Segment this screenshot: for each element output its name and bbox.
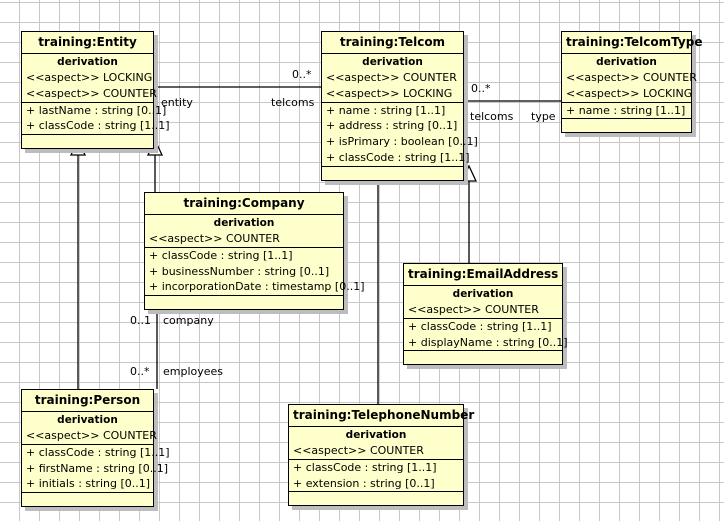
class-separator	[22, 492, 153, 494]
class-attribute-telephonenumber-1: + extension : string [0..1]	[293, 476, 435, 490]
class-derivation-emailaddress: derivation	[452, 288, 514, 300]
class-aspect-person-0: <<aspect>> COUNTER	[26, 429, 157, 443]
uml-class-emailaddress[interactable]: training:EmailAddress derivation <<aspec…	[403, 263, 568, 366]
assoc-label-telcoms-source-role: telcoms	[470, 110, 514, 123]
uml-class-telephonenumber[interactable]: training:TelephoneNumber derivation <<as…	[288, 404, 474, 507]
class-title-company: training:Company	[145, 193, 343, 215]
assoc-label-entity-role: entity	[161, 96, 193, 109]
assoc-label-employees-role: employees	[163, 365, 224, 378]
class-attribute-entity-1: + classCode : string [1..1]	[26, 119, 170, 133]
class-aspect-telephonenumber-0: <<aspect>> COUNTER	[293, 444, 424, 458]
assoc-label-telcoms-role: telcoms	[271, 96, 315, 109]
class-operations-entity	[22, 135, 153, 148]
class-separator	[145, 295, 343, 297]
class-operations-telcomtype	[562, 119, 691, 132]
class-separator	[289, 458, 463, 460]
class-aspect-telcom-1: <<aspect>> LOCKING	[326, 86, 453, 100]
class-attribute-person-0: + classCode : string [1..1]	[26, 445, 170, 459]
class-attribute-company-0: + classCode : string [1..1]	[149, 248, 293, 262]
class-derivation-entity: derivation	[57, 56, 118, 68]
assoc-mult-employees: 0..*	[130, 365, 150, 378]
class-aspect-entity-0: <<aspect>> LOCKING	[26, 71, 153, 85]
class-separator	[404, 350, 562, 352]
class-aspect-telcomtype-0: <<aspect>> COUNTER	[566, 71, 697, 85]
class-attribute-person-2: + initials : string [0..1]	[26, 477, 151, 491]
class-separator	[22, 101, 153, 103]
class-title-telephonenumber: training:TelephoneNumber	[289, 405, 474, 427]
class-attribute-telcom-2: + isPrimary : boolean [0..1]	[326, 135, 478, 149]
class-attribute-telcomtype-0: + name : string [1..1]	[566, 103, 686, 117]
class-derivation-person: derivation	[57, 414, 118, 426]
class-attribute-telephonenumber-0: + classCode : string [1..1]	[293, 460, 437, 474]
class-separator	[289, 491, 463, 493]
uml-class-telcom[interactable]: training:Telcom derivation <<aspect>> CO…	[321, 31, 478, 181]
class-separator	[322, 101, 463, 103]
class-title-entity: training:Entity	[22, 32, 153, 54]
class-attribute-entity-0: + lastName : string [0..1]	[26, 103, 167, 117]
class-aspect-company-0: <<aspect>> COUNTER	[149, 232, 280, 246]
class-separator	[562, 118, 691, 120]
class-separator	[22, 443, 153, 445]
assoc-label-company-role: company	[163, 314, 214, 327]
class-separator	[322, 165, 463, 167]
class-attribute-telcom-3: + classCode : string [1..1]	[326, 150, 470, 164]
class-separator	[22, 134, 153, 136]
assoc-mult-telcoms: 0..*	[292, 68, 312, 81]
class-attribute-telcom-0: + name : string [1..1]	[326, 103, 446, 117]
class-derivation-company: derivation	[213, 217, 275, 229]
uml-class-entity[interactable]: training:Entity derivation <<aspect>> LO…	[21, 31, 170, 150]
generalization-arrow-emailaddress-telcom	[460, 164, 478, 182]
class-attribute-person-1: + firstName : string [0..1]	[26, 461, 169, 475]
class-operations-telephonenumber	[289, 492, 463, 505]
assoc-label-type-role: type	[531, 110, 556, 123]
class-aspect-telcomtype-1: <<aspect>> LOCKING	[566, 86, 693, 100]
class-title-person: training:Person	[22, 390, 153, 412]
uml-class-telcomtype[interactable]: training:TelcomType derivation <<aspect>…	[561, 31, 702, 134]
class-attribute-telcom-1: + address : string [0..1]	[326, 119, 458, 133]
class-title-telcomtype: training:TelcomType	[562, 32, 702, 54]
assoc-mult-company: 0..1	[130, 314, 151, 327]
class-operations-emailaddress	[404, 351, 562, 364]
uml-class-person[interactable]: training:Person derivation <<aspect>> CO…	[21, 389, 170, 508]
class-separator	[145, 246, 343, 248]
class-derivation-telephonenumber: derivation	[345, 429, 407, 441]
class-operations-person	[22, 493, 153, 506]
class-derivation-telcom: derivation	[362, 56, 423, 68]
class-attribute-company-2: + incorporationDate : timestamp [0..1]	[149, 280, 365, 294]
class-attribute-company-1: + businessNumber : string [0..1]	[149, 264, 330, 278]
class-separator	[404, 317, 562, 319]
class-aspect-entity-1: <<aspect>> COUNTER	[26, 86, 157, 100]
class-attribute-emailaddress-0: + classCode : string [1..1]	[408, 319, 552, 333]
class-separator	[562, 101, 691, 103]
uml-class-company[interactable]: training:Company derivation <<aspect>> C…	[144, 192, 365, 311]
class-aspect-telcom-0: <<aspect>> COUNTER	[326, 71, 457, 85]
assoc-mult-telcom-type: 0..*	[471, 82, 491, 95]
class-attribute-emailaddress-1: + displayName : string [0..1]	[408, 335, 568, 349]
class-aspect-emailaddress-0: <<aspect>> COUNTER	[408, 303, 539, 317]
class-title-emailaddress: training:EmailAddress	[404, 264, 562, 286]
class-operations-telcom	[322, 167, 463, 180]
class-derivation-telcomtype: derivation	[596, 56, 657, 68]
class-operations-company	[145, 296, 343, 309]
class-title-telcom: training:Telcom	[322, 32, 463, 54]
